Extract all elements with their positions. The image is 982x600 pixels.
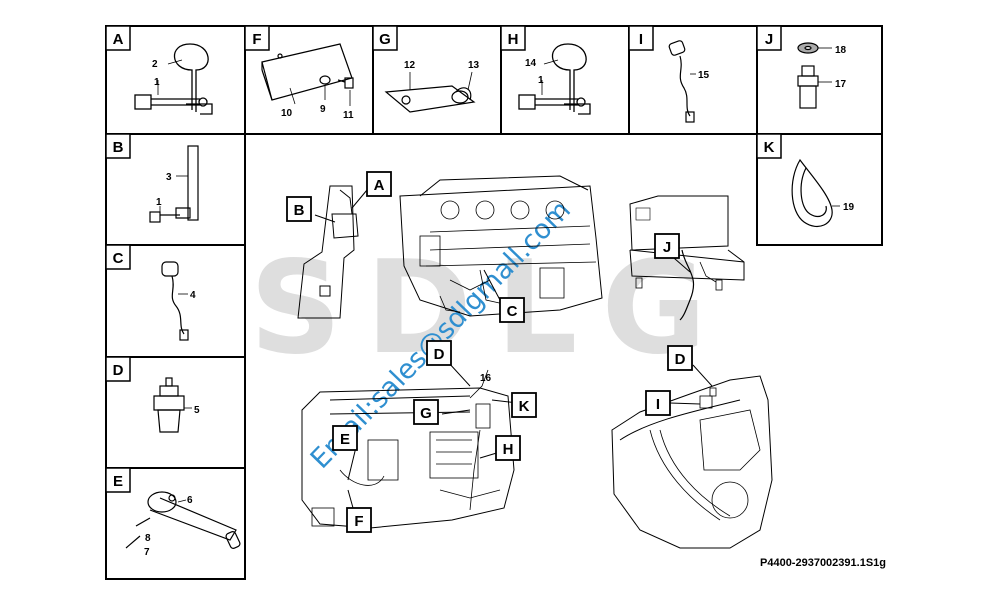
panel-letter-b: B bbox=[113, 139, 124, 156]
panel-letter-g: G bbox=[379, 31, 391, 48]
panel-letter-c: C bbox=[113, 250, 124, 267]
panel-h-drawing bbox=[518, 43, 591, 115]
panel-letter-e: E bbox=[113, 473, 123, 490]
callout-d-transmission: D bbox=[675, 351, 686, 368]
panel-i-part-15: 15 bbox=[698, 70, 710, 81]
panel-k-part-19: 19 bbox=[843, 202, 855, 213]
callout-b: B bbox=[294, 202, 305, 219]
panel-letter-f: F bbox=[252, 31, 261, 48]
panel-b-part-3: 3 bbox=[166, 172, 172, 183]
controller-view bbox=[629, 195, 745, 321]
panel-e-part-7: 7 bbox=[144, 547, 150, 558]
transmission-view bbox=[611, 375, 773, 549]
panel-j-part-18: 18 bbox=[835, 45, 847, 56]
panel-d-part-5: 5 bbox=[194, 405, 200, 416]
panel-e-part-6: 6 bbox=[187, 495, 193, 506]
callout-c: C bbox=[507, 303, 518, 320]
callout-a: A bbox=[374, 177, 385, 194]
panel-e-drawing bbox=[125, 491, 241, 549]
panel-letter-boxes bbox=[105, 25, 782, 493]
panel-letter-d: D bbox=[113, 362, 124, 379]
engine-view-1 bbox=[297, 175, 603, 319]
drawing-number: P4400-2937002391.1S1g bbox=[760, 557, 886, 569]
callout-g: G bbox=[420, 405, 432, 422]
panel-k-drawing bbox=[791, 158, 840, 227]
panel-letter-h: H bbox=[508, 31, 519, 48]
panel-letter-a: A bbox=[113, 31, 124, 48]
panel-h-part-14: 14 bbox=[525, 58, 537, 69]
panel-g-part-12: 12 bbox=[404, 60, 416, 71]
panel-letter-k: K bbox=[764, 139, 775, 156]
panel-g-part-13: 13 bbox=[468, 60, 480, 71]
panel-d-drawing bbox=[153, 377, 192, 433]
panel-a-part-1: 1 bbox=[154, 77, 160, 88]
panel-j-drawing bbox=[797, 42, 832, 109]
panel-a-drawing bbox=[134, 43, 213, 115]
callout-i: I bbox=[656, 396, 660, 413]
panel-b-part-1: 1 bbox=[156, 197, 162, 208]
callout-d-engine: D bbox=[434, 346, 445, 363]
panel-f-part-11: 11 bbox=[343, 110, 354, 121]
panel-g-drawing bbox=[384, 71, 476, 113]
callout-h: H bbox=[503, 441, 514, 458]
panel-h-part-1: 1 bbox=[538, 75, 544, 86]
callout-j: J bbox=[663, 239, 671, 256]
panel-i-drawing bbox=[668, 40, 696, 123]
callout-f: F bbox=[354, 513, 363, 530]
panel-j-part-17: 17 bbox=[835, 79, 847, 90]
engine-view-3 bbox=[301, 369, 515, 529]
panel-c-drawing bbox=[161, 261, 189, 341]
panel-letter-j: J bbox=[765, 31, 773, 48]
engine-part-16: 16 bbox=[480, 373, 492, 384]
callout-e: E bbox=[340, 431, 350, 448]
panel-letter-i: I bbox=[639, 31, 643, 48]
panel-e-part-8: 8 bbox=[145, 533, 151, 544]
panel-f-drawing bbox=[261, 43, 354, 106]
callout-k: K bbox=[519, 398, 530, 415]
panel-f-part-10: 10 bbox=[281, 108, 293, 119]
callout-boxes bbox=[286, 171, 693, 533]
panel-c-part-4: 4 bbox=[190, 290, 196, 301]
panel-a-part-2: 2 bbox=[152, 59, 158, 70]
panel-f-part-9: 9 bbox=[320, 104, 326, 115]
panel-b-drawing bbox=[149, 145, 199, 223]
